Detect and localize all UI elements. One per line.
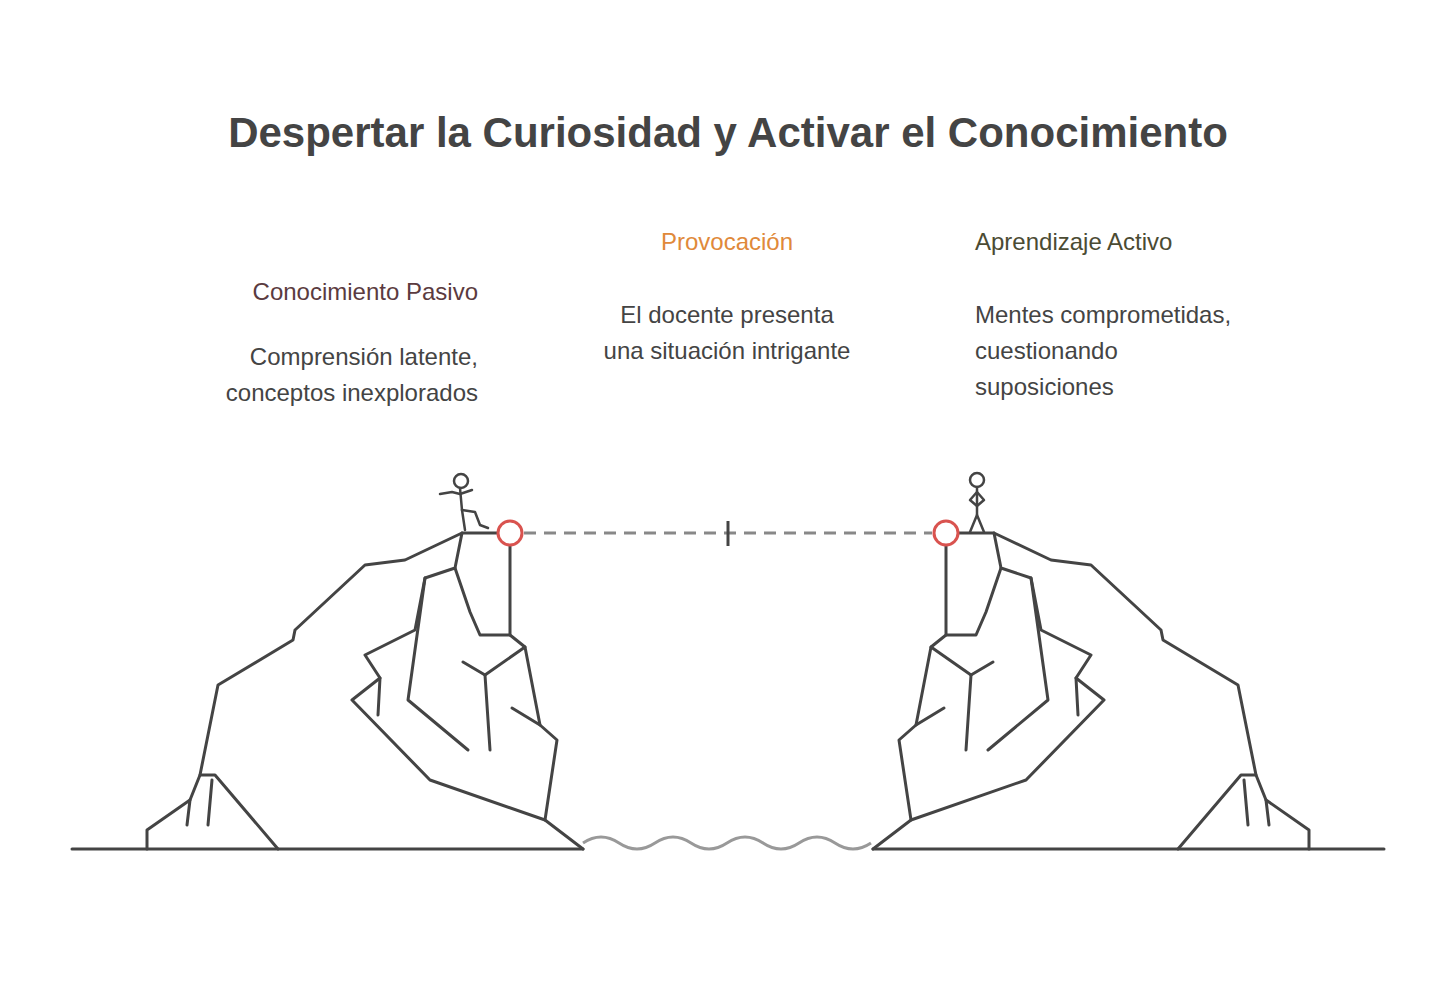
midpoint-tick [727, 521, 730, 546]
diagram-title: Despertar la Curiosidad y Activar el Con… [0, 108, 1456, 158]
edge-marker [934, 521, 958, 545]
cliff [147, 533, 583, 849]
person-figure [970, 473, 984, 532]
edge-marker [498, 521, 522, 545]
stage-description: Comprensión latente, conceptos inexplora… [178, 339, 478, 411]
stage-heading: Provocación [577, 224, 877, 260]
stage-description: Mentes comprometidas, cuestionando supos… [975, 297, 1255, 405]
ground-line [873, 848, 1384, 851]
cliff [873, 533, 1309, 849]
person-figure [440, 474, 488, 530]
ground-line [72, 848, 583, 851]
water-waves [583, 837, 871, 849]
stage-heading: Aprendizaje Activo [975, 224, 1305, 260]
stage-heading: Conocimiento Pasivo [148, 274, 478, 310]
stage-description: El docente presenta una situación intrig… [602, 297, 852, 369]
